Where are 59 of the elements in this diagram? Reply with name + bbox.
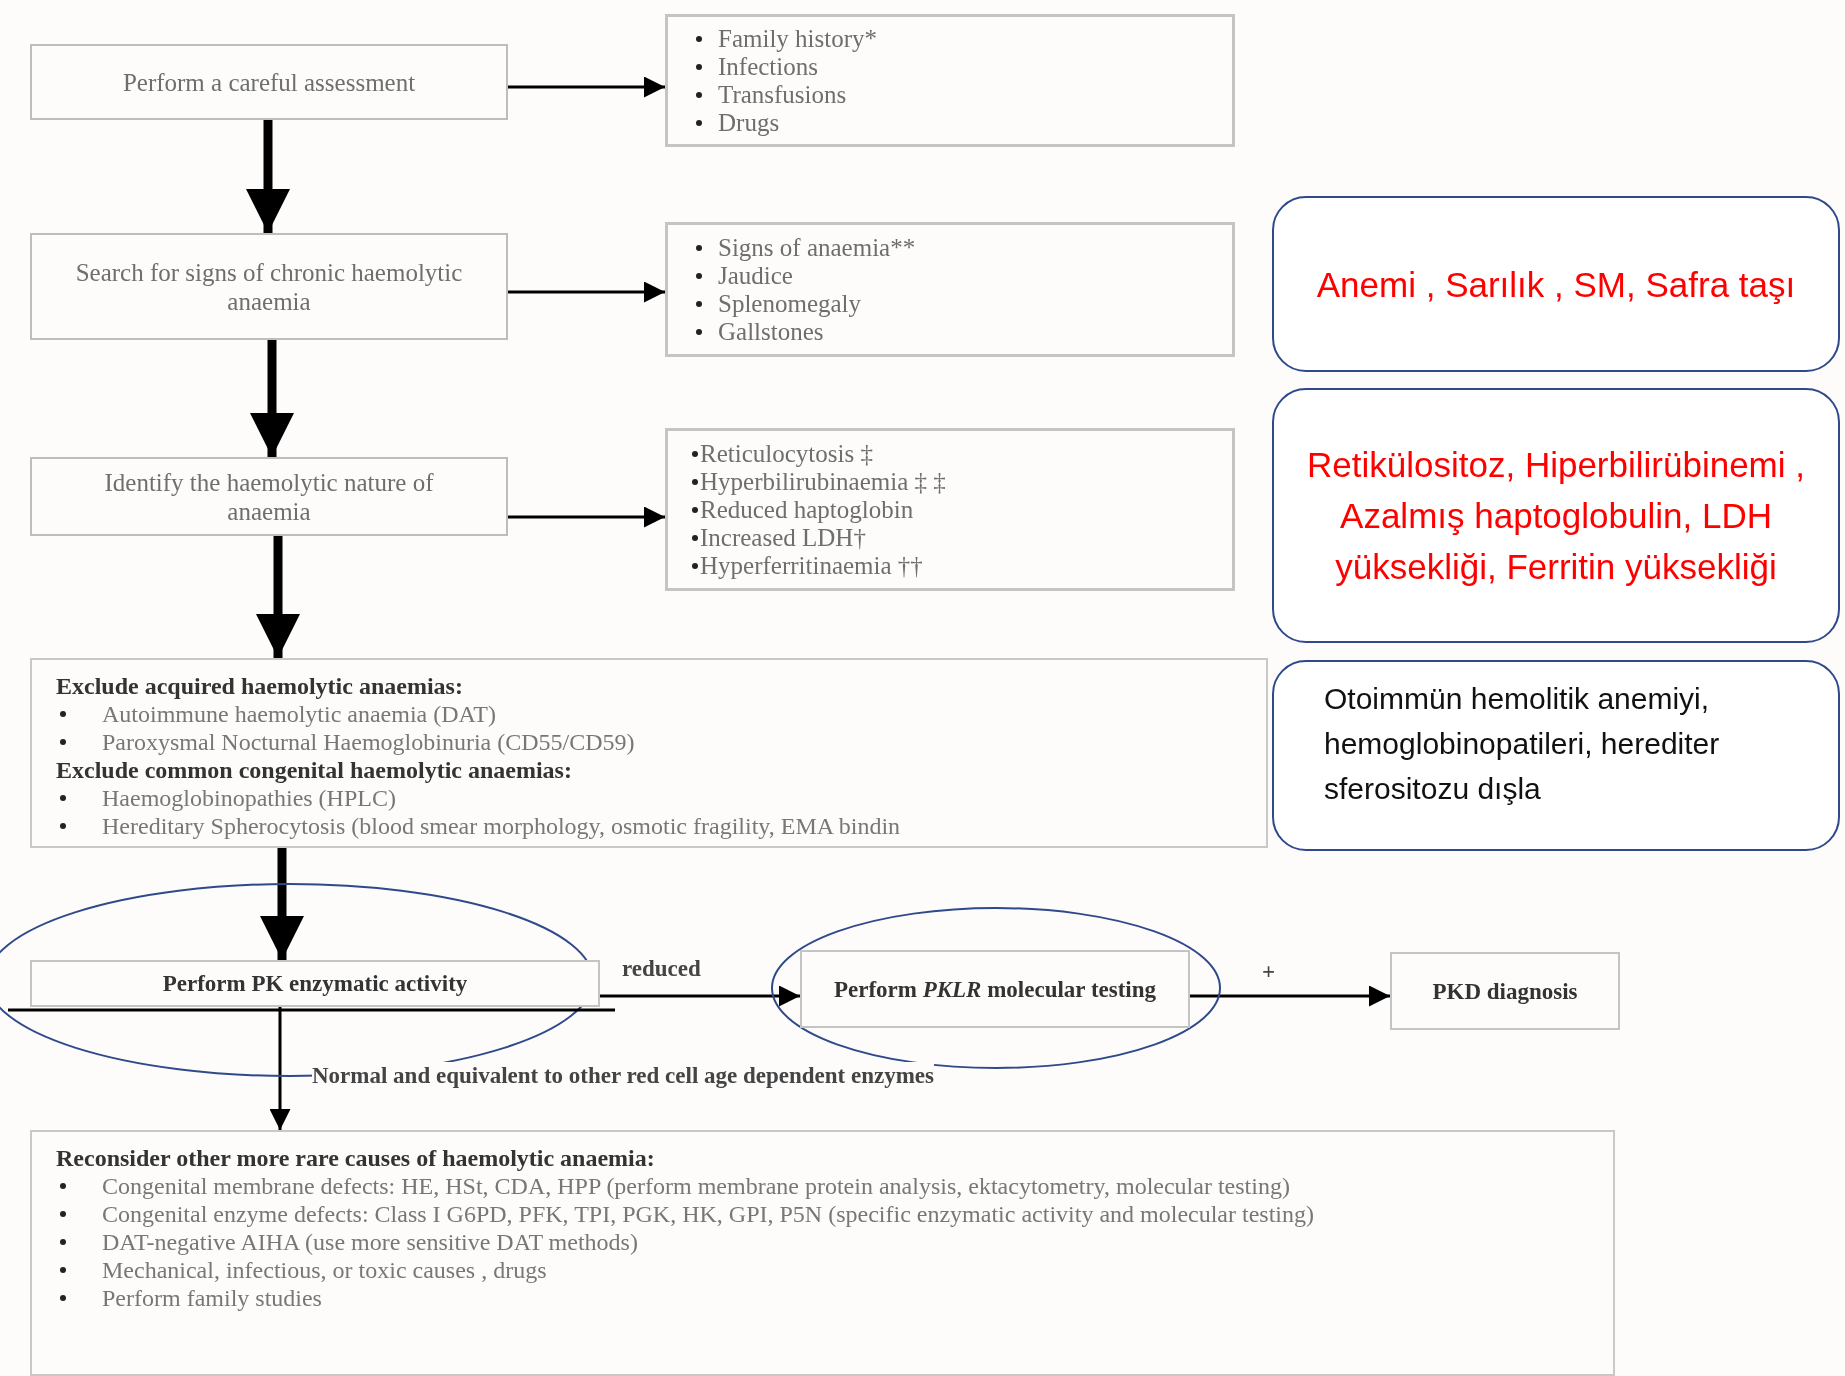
- arrow: [508, 506, 665, 528]
- list-item-text: Increased LDH†: [700, 523, 866, 552]
- arrow: [508, 76, 665, 98]
- arrow: [269, 1007, 291, 1130]
- result-box: [1390, 952, 1620, 1030]
- step-text: Perform PK enzymatic activity: [162, 970, 468, 998]
- arrow: [508, 281, 665, 303]
- callout-text: Retikülositoz, Hiperbilirübinemi , Azalmış haptoglobulin, LDH yüksekliği, Ferritin yüksekliği: [1306, 444, 1806, 588]
- list-item-text: Reduced haptoglobin: [700, 495, 914, 524]
- process-box: [30, 233, 508, 340]
- callout-text: Anemi , Sarılık , SM, Safra taşı: [1316, 263, 1796, 306]
- list-item-text: Hyperbilirubinaemia ‡ ‡: [700, 467, 946, 496]
- list-item-text: Hyperferritinaemia ††: [700, 551, 923, 580]
- section-heading: Reconsider other more rare causes of haemolytic anaemia:: [56, 1144, 656, 1172]
- arrow: [256, 536, 300, 658]
- list-item-text: Congenital membrane defects: HE, HSt, CDA, HPP (perform membrane protein analysis, ektacytometry, molecular testing): [102, 1172, 1290, 1200]
- step-text: PKD diagnosis: [1432, 977, 1578, 1006]
- step-text: Identify the haemolytic nature of anaemia: [103, 467, 435, 526]
- arrow: [600, 985, 800, 1007]
- step-text: Search for signs of chronic haemolytic anaemia: [74, 257, 464, 316]
- list-item-text: Infections: [718, 52, 818, 81]
- list-item-text: Haemoglobinopathies (HPLC): [102, 784, 396, 812]
- section-box: [30, 1130, 1615, 1376]
- step-text: Perform PKLR molecular testing: [833, 975, 1157, 1004]
- section-heading: Exclude common congenital haemolytic anaemias:: [56, 756, 573, 784]
- process-box: [800, 950, 1190, 1028]
- list-item-text: Hereditary Spherocytosis (blood smear morphology, osmotic fragility, EMA bindin: [102, 812, 901, 840]
- list-item-text: Signs of anaemia**: [718, 233, 916, 262]
- list-item-text: Jaudice: [718, 261, 793, 290]
- edge-label: Normal and equivalent to other red cell age dependent enzymes: [312, 1062, 934, 1090]
- list-item-text: Autoimmune haemolytic anaemia (DAT): [102, 700, 496, 728]
- section-heading: Exclude acquired haemolytic anaemias:: [56, 672, 464, 700]
- callout-box: [1272, 660, 1840, 851]
- process-box: [30, 960, 600, 1007]
- list-item-text: Mechanical, infectious, or toxic causes , drugs: [102, 1256, 547, 1284]
- step-text: Perform a careful assessment: [122, 67, 416, 97]
- list-box: [665, 222, 1235, 357]
- list-item-text: Transfusions: [718, 80, 847, 109]
- arrow: [250, 340, 294, 457]
- list-item-text: Congenital enzyme defects: Class I G6PD, PFK, TPI, PGK, HK, GPI, P5N (specific enzymatic activity and molecular testing): [102, 1200, 1314, 1228]
- arrow: [1190, 985, 1390, 1007]
- arrow: [260, 848, 304, 960]
- list-box: [665, 428, 1235, 591]
- list-item-text: Perform family studies: [102, 1284, 322, 1312]
- list-item-text: Splenomegaly: [718, 289, 862, 318]
- list-box: [665, 14, 1235, 147]
- process-box: [30, 44, 508, 120]
- list-item-text: Gallstones: [718, 317, 824, 346]
- process-box: [30, 457, 508, 536]
- list-item-text: DAT-negative AIHA (use more sensitive DAT methods): [102, 1228, 638, 1256]
- section-box: [30, 658, 1268, 848]
- list-item-text: Family history*: [718, 24, 878, 53]
- list-item-text: Drugs: [718, 108, 780, 137]
- callout-box: [1272, 196, 1840, 372]
- callout-box: [1272, 388, 1840, 643]
- callout-text: Otoimmün hemolitik anemiyi, hemoglobinopatileri, herediter sferositozu dışla: [1324, 681, 1721, 807]
- list-item-text: Reticulocytosis ‡: [700, 439, 873, 468]
- list-item-text: Paroxysmal Nocturnal Haemoglobinuria (CD55/CD59): [102, 728, 635, 756]
- arrow: [246, 120, 290, 233]
